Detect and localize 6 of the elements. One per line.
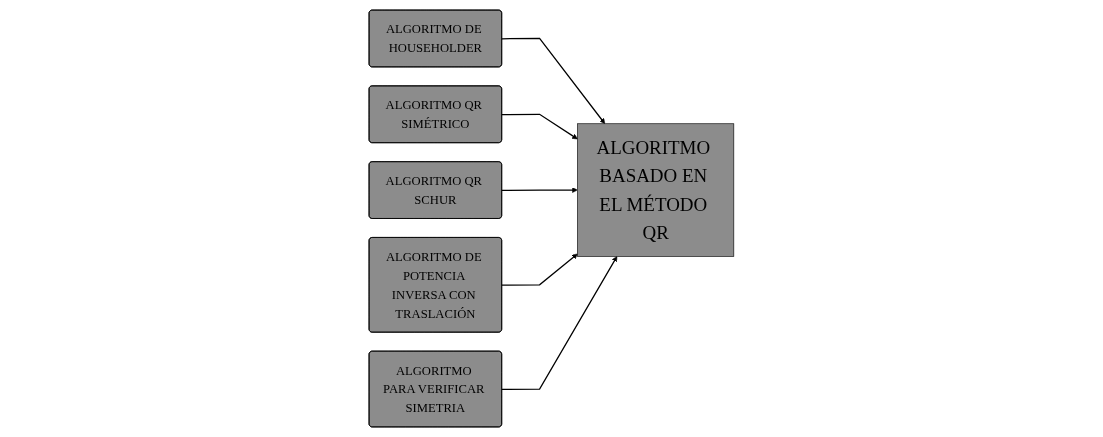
arrow	[501, 253, 578, 286]
arrow	[501, 187, 578, 193]
arrow	[501, 37, 606, 124]
arrow	[501, 256, 618, 390]
arrow	[501, 113, 578, 140]
node-box: ALGORITMO BASADO EN EL MÉTODO QR	[577, 123, 735, 257]
